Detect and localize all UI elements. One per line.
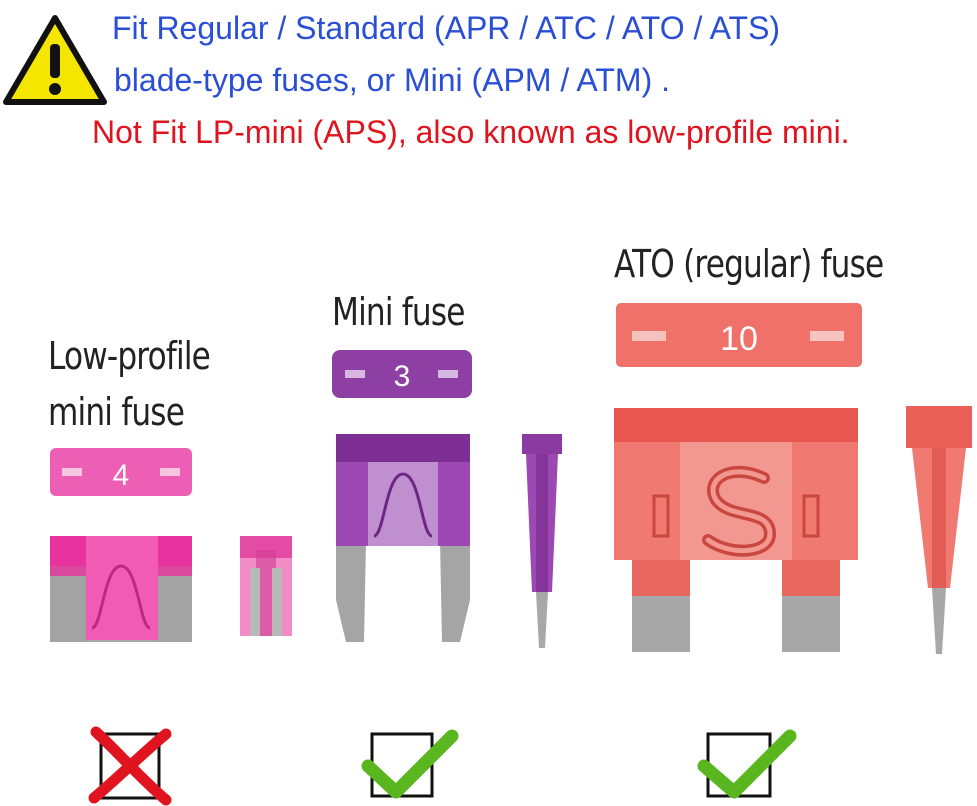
low-profile-side-view <box>240 536 292 636</box>
ato-regular-fuse: 10 <box>614 303 972 654</box>
fit-notice-line-1: Fit Regular / Standard (APR / ATC / ATO … <box>112 10 781 46</box>
mini-front-view <box>336 434 470 642</box>
low-profile-mini-fuse: 4 <box>50 448 292 642</box>
low-profile-label-line-1: Low-profile <box>48 334 211 378</box>
ato-fuse-label: ATO (regular) fuse <box>614 242 884 286</box>
low-profile-label-line-2: mini fuse <box>48 390 185 434</box>
mini-top-view: 3 <box>332 350 472 398</box>
fit-notice-line-2: blade-type fuses, or Mini (APM / ATM) . <box>114 62 671 98</box>
low-profile-top-view: 4 <box>50 448 192 496</box>
mini-fuse-label: Mini fuse <box>332 290 465 334</box>
ato-side-view <box>906 406 972 654</box>
low-profile-front-view <box>50 536 192 642</box>
ato-front-view <box>614 408 858 652</box>
low-profile-status-red-x-icon <box>88 726 172 806</box>
ato-top-view: 10 <box>616 303 862 367</box>
mini-status-green-check-icon <box>361 729 459 799</box>
mini-side-view <box>522 434 562 648</box>
low-profile-rating: 4 <box>113 459 130 492</box>
ato-status-green-check-icon <box>697 729 797 799</box>
ato-rating: 10 <box>720 320 758 358</box>
not-fit-notice-line: Not Fit LP-mini (APS), also known as low… <box>92 114 850 150</box>
mini-fuse: 3 <box>332 350 562 648</box>
mini-rating: 3 <box>394 360 411 393</box>
